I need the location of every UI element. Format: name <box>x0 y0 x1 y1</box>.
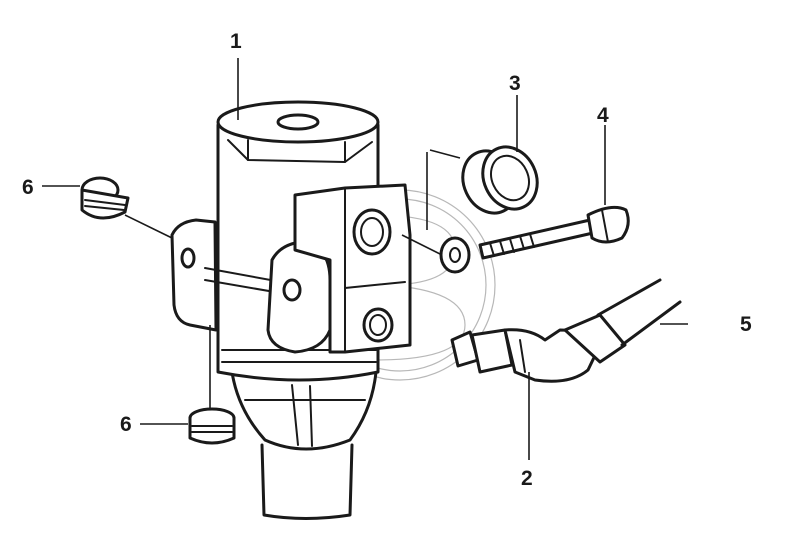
washer <box>439 236 471 274</box>
callout-4: 4 <box>597 104 609 127</box>
callout-6-left: 6 <box>22 176 34 199</box>
leader-6-left-link <box>124 214 173 239</box>
callout-1: 1 <box>230 30 242 53</box>
plug-bottom <box>188 407 236 445</box>
leader-lines <box>42 58 688 460</box>
callout-2: 2 <box>521 467 533 490</box>
plug-left <box>80 176 130 220</box>
hose-fitting <box>450 313 627 383</box>
long-bolt <box>478 205 630 260</box>
front-bracket <box>266 240 332 354</box>
port-block <box>293 183 412 354</box>
leader-washer <box>401 149 461 256</box>
left-bracket <box>170 218 299 332</box>
callout-3: 3 <box>509 72 521 95</box>
callout-5: 5 <box>740 313 752 336</box>
hose <box>596 278 682 347</box>
callout-6-bottom: 6 <box>120 413 132 436</box>
bushing-ring <box>461 145 539 215</box>
